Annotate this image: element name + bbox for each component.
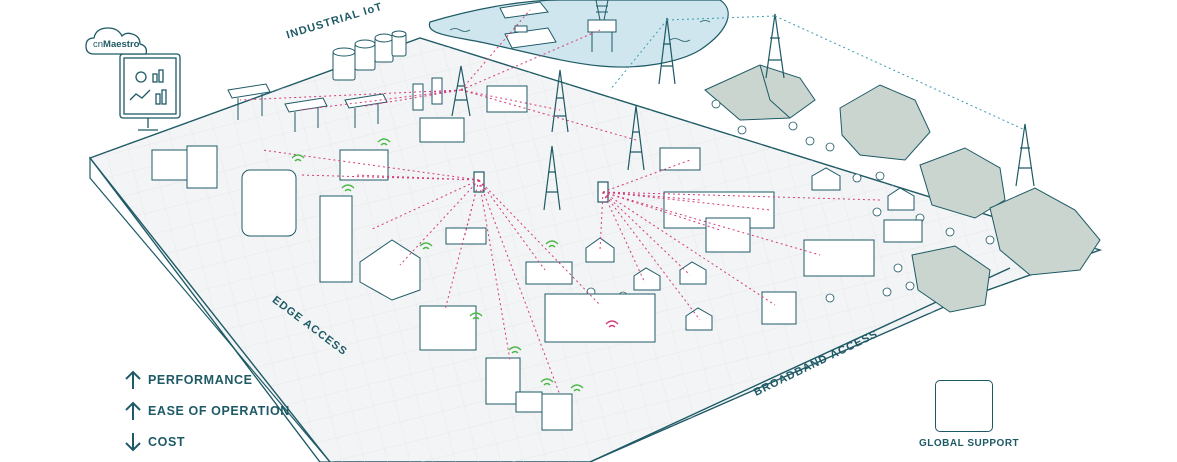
brand-prefix: cn bbox=[93, 39, 104, 50]
oil-rig-icon bbox=[587, 0, 617, 52]
legend-item-ease-of-operation: EASE OF OPERATION bbox=[122, 395, 290, 426]
buildings bbox=[151, 85, 923, 431]
arrow-up-icon bbox=[125, 370, 141, 389]
global-support-button[interactable] bbox=[935, 380, 993, 432]
arrow-up-icon bbox=[125, 401, 141, 420]
backhaul-links bbox=[609, 15, 1026, 131]
silos bbox=[412, 77, 443, 111]
dashboard-monitor-icon bbox=[119, 53, 181, 131]
brand-name: Maestro bbox=[103, 39, 140, 50]
storage-tanks bbox=[332, 30, 407, 81]
legend-label: COST bbox=[148, 434, 186, 449]
ship-icon bbox=[499, 1, 557, 49]
cloud-icon bbox=[85, 27, 148, 55]
arrow-down-icon bbox=[125, 432, 141, 451]
pump-jacks bbox=[227, 83, 388, 132]
cnmaestro-logo[interactable]: cnMaestro bbox=[93, 39, 139, 50]
legend-item-performance: PERFORMANCE bbox=[122, 364, 290, 395]
global-support-label: GLOBAL SUPPORT bbox=[919, 438, 1020, 449]
mountains bbox=[704, 64, 1101, 313]
wireless-links bbox=[239, 9, 881, 396]
legend-item-cost: COST bbox=[122, 426, 290, 457]
legend: PERFORMANCE EASE OF OPERATION COST bbox=[122, 364, 290, 457]
legend-label: PERFORMANCE bbox=[148, 372, 253, 387]
wifi-icons bbox=[291, 138, 619, 392]
legend-label: EASE OF OPERATION bbox=[148, 403, 290, 418]
